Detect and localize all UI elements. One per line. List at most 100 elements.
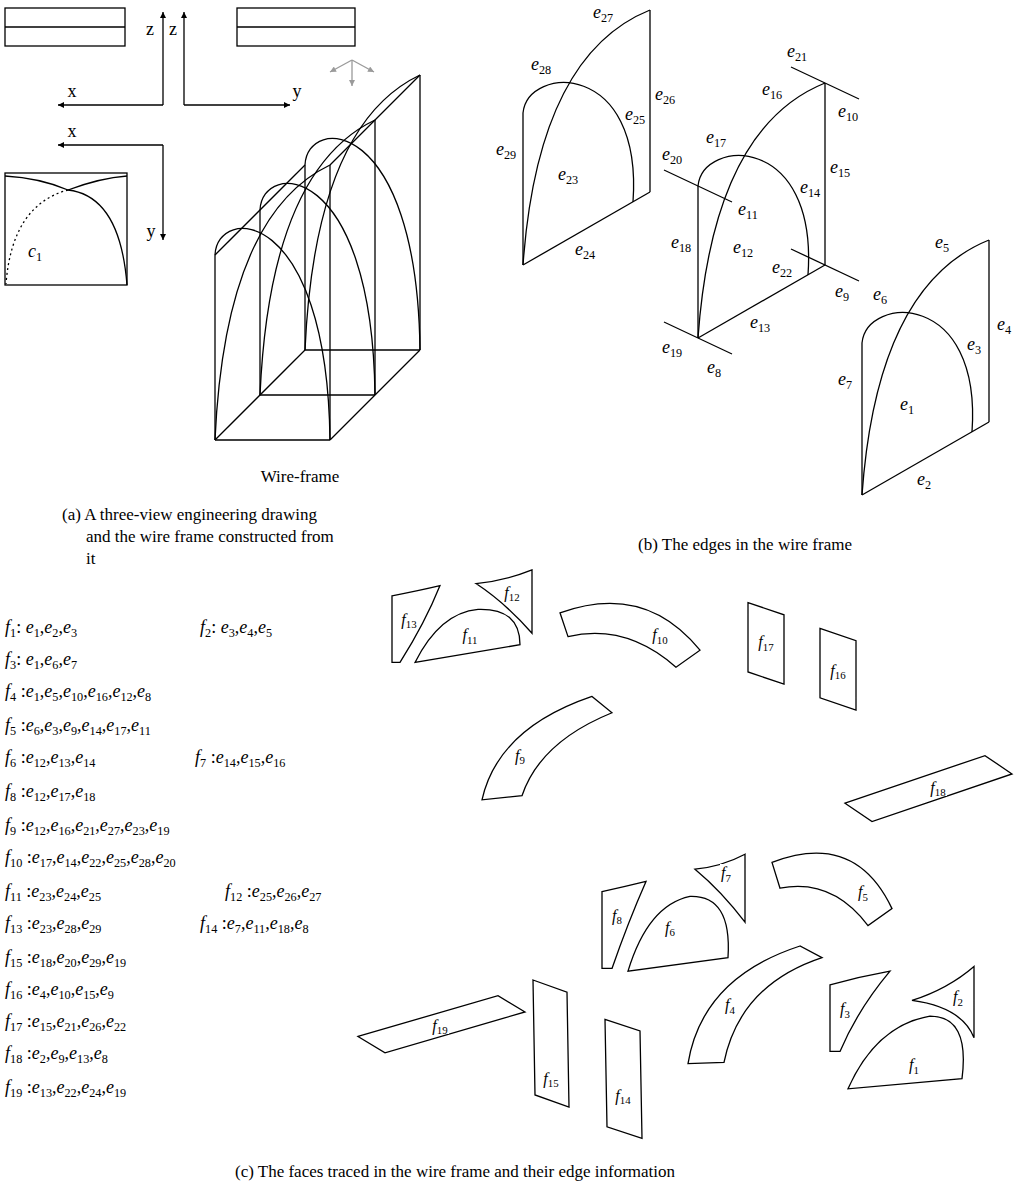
text-run: , [58, 715, 63, 735]
text-run: , [133, 681, 138, 701]
symbol-letter: e [57, 847, 65, 867]
symbol-letter: f [652, 626, 656, 643]
edge-label: e6 [872, 285, 888, 305]
symbol-letter: e [26, 681, 34, 701]
edge-stub [791, 67, 859, 99]
symbol-letter: e [593, 2, 601, 22]
symbol-letter: f [200, 617, 205, 637]
symbol-letter: f [930, 779, 934, 796]
text-run: , [101, 1077, 106, 1097]
subscript-number: 29 [89, 922, 101, 936]
text-run: : [22, 847, 32, 867]
symbol-letter: e [106, 847, 114, 867]
edge-label: e2 [916, 470, 932, 490]
symbol-letter: f [725, 996, 729, 1013]
symbol-letter: e [81, 1011, 89, 1031]
subscript-number: 18 [278, 922, 290, 936]
subscript-number: 11 [467, 634, 477, 646]
symbol-letter: f [830, 662, 834, 679]
symbol-letter: e [69, 1043, 77, 1063]
face-label: f13 [400, 611, 417, 629]
text-run: : [217, 913, 227, 933]
subscript-number: 22 [65, 1086, 77, 1100]
subscript-number: 17 [10, 1020, 22, 1034]
symbol-letter: e [32, 1077, 40, 1097]
subscript-number: 29 [504, 148, 516, 162]
text-run: , [95, 979, 100, 999]
exploded-edges [523, 10, 989, 495]
symbol-letter: e [838, 101, 846, 121]
subscript-number: 12 [34, 756, 46, 770]
text-run: , [102, 715, 107, 735]
symbol-letter: e [671, 232, 679, 252]
subscript-number: 25 [260, 890, 272, 904]
symbol-letter: f [401, 611, 405, 628]
symbol-letter: e [26, 715, 34, 735]
symbol-letter: e [625, 104, 633, 124]
symbol-letter: e [63, 681, 71, 701]
symbol-letter: e [63, 649, 71, 669]
symbol-letter: f [858, 883, 862, 900]
face-edge-list: f10 :e17,e14,e22,e25,e28,e20 [5, 848, 176, 868]
symbol-letter: e [50, 815, 58, 835]
symbol-letter: e [26, 815, 34, 835]
edge-arc [862, 240, 989, 495]
subscript-number: 23 [133, 824, 145, 838]
wire-arc [260, 183, 375, 395]
axis-arrow [162, 12, 163, 105]
symbol-letter: f [504, 584, 508, 601]
wire-edge [259, 210, 260, 395]
text-run: , [236, 747, 241, 767]
axis-arrow [58, 144, 163, 145]
face-label: f2 [952, 988, 964, 1006]
edge-label: e4 [996, 315, 1012, 335]
subscript-number: 14 [224, 756, 236, 770]
subscript-number: 11 [746, 208, 758, 222]
wire-edge [330, 350, 420, 440]
subscript-number: 21 [83, 824, 95, 838]
axis-arrow [162, 145, 163, 240]
subscript-number: 4 [40, 988, 46, 1002]
subscript-number: 4 [1005, 323, 1011, 337]
subscript-number: 17 [763, 641, 774, 653]
edge-arc [862, 313, 973, 432]
text-run: , [297, 881, 302, 901]
subscript-number: 21 [65, 1020, 77, 1034]
subscript-number: 12 [34, 790, 46, 804]
text-run: , [58, 617, 63, 637]
symbol-letter: e [63, 715, 71, 735]
text-run: x [68, 81, 77, 101]
subscript-number: 14 [90, 724, 102, 738]
face-edge-list: f2: e3,e4,e5 [200, 618, 272, 638]
front-view [5, 8, 125, 46]
symbol-letter: f [721, 864, 725, 881]
text-run: : [22, 1011, 32, 1031]
text-run: , [77, 847, 82, 867]
subscript-number: 5 [266, 626, 272, 640]
subscript-number: 18 [83, 790, 95, 804]
edge-label: e27 [592, 3, 614, 23]
subscript-number: 3 [71, 626, 77, 640]
symbol-letter: e [575, 239, 583, 259]
symbol-letter: e [44, 649, 52, 669]
subscript-number: 12 [230, 890, 242, 904]
text-run: : [22, 1077, 32, 1097]
text-run: , [77, 1011, 82, 1031]
symbol-letter: e [44, 617, 52, 637]
text-run: , [65, 1043, 70, 1063]
subscript-number: 20 [163, 856, 175, 870]
text-run: , [58, 649, 63, 669]
subscript-number: 6 [52, 658, 58, 672]
symbol-letter: e [277, 881, 285, 901]
subscript-number: 8 [10, 790, 16, 804]
face-outline [415, 609, 520, 662]
axis-label: x [68, 82, 77, 102]
wire-edge [215, 439, 330, 440]
text-run: , [126, 847, 131, 867]
edge-arc [523, 10, 650, 265]
subscript-number: 24 [64, 890, 76, 904]
subscript-number: 25 [114, 856, 126, 870]
wire-edge [330, 75, 420, 165]
subscript-number: 8 [302, 922, 308, 936]
